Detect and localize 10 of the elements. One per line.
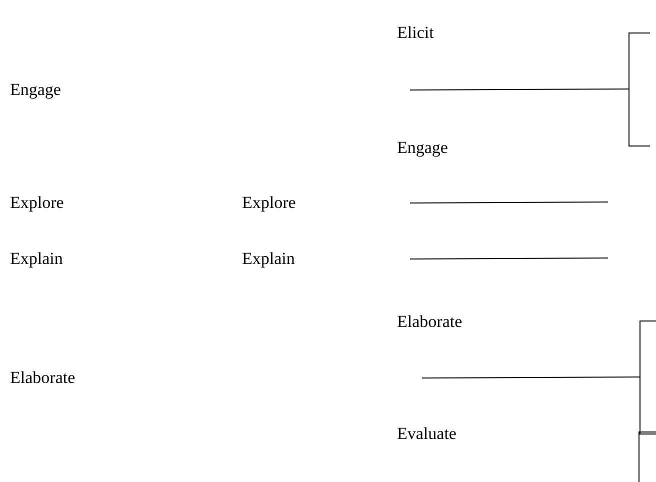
stage-label: Explain [242,249,295,269]
stage-label: Explain [10,249,63,269]
stage-label: Explore [10,193,64,213]
stage-label: Elaborate [10,368,76,388]
stage-label: Elaborate [397,312,462,332]
stage-label: Engage [397,138,448,158]
stage-label: Elicit [397,23,434,43]
stage-label: Explore [242,193,296,213]
stage-label: Engage [10,80,61,100]
stage-label: Evaluate [397,424,456,444]
